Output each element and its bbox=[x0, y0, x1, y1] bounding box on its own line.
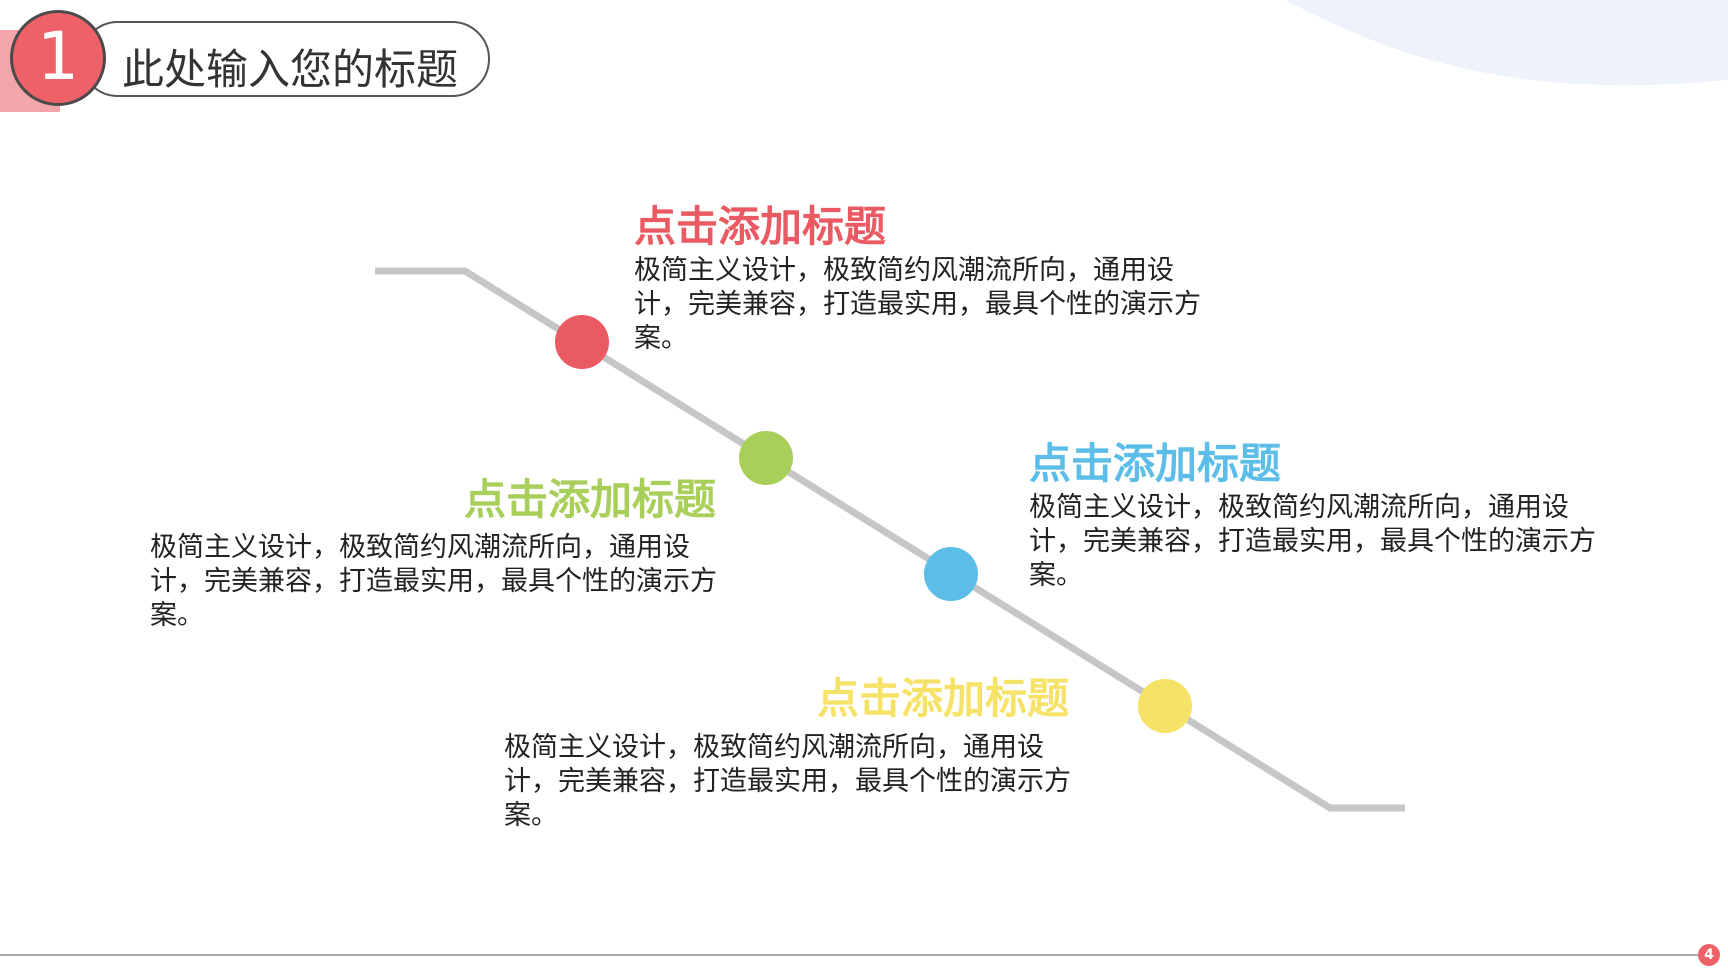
timeline-dot-3 bbox=[924, 547, 978, 601]
step-1-description: 极简主义设计，极致简约风潮流所向，通用设计，完美兼容，打造最实用，最具个性的演示… bbox=[634, 255, 1201, 354]
timeline-dot-1 bbox=[555, 315, 609, 369]
timeline-dot-2 bbox=[739, 431, 793, 485]
step-1-title: 点击添加标题 bbox=[634, 202, 887, 251]
timeline-dot-4 bbox=[1138, 679, 1192, 733]
step-4-title: 点击添加标题 bbox=[817, 674, 1070, 723]
step-4-description: 极简主义设计，极致简约风潮流所向，通用设计，完美兼容，打造最实用，最具个性的演示… bbox=[504, 732, 1071, 831]
step-3-description: 极简主义设计，极致简约风潮流所向，通用设计，完美兼容，打造最实用，最具个性的演示… bbox=[1029, 492, 1596, 591]
step-3-title: 点击添加标题 bbox=[1029, 439, 1282, 488]
page-title: 此处输入您的标题 bbox=[122, 45, 459, 94]
header-title-pill bbox=[80, 21, 490, 97]
page-number-badge: 4 bbox=[1698, 944, 1720, 966]
footer-divider bbox=[0, 954, 1700, 956]
timeline-line bbox=[375, 267, 1405, 812]
step-2-title: 点击添加标题 bbox=[464, 475, 717, 524]
step-2-description: 极简主义设计，极致简约风潮流所向，通用设计，完美兼容，打造最实用，最具个性的演示… bbox=[150, 532, 717, 631]
section-number-badge: 1 bbox=[10, 10, 106, 106]
